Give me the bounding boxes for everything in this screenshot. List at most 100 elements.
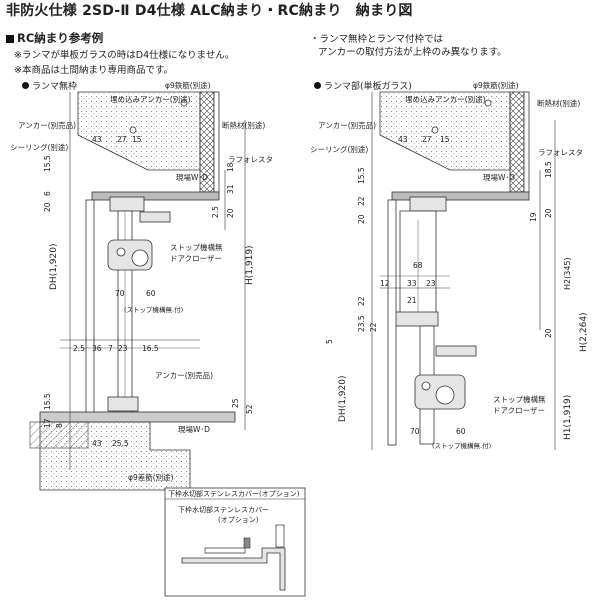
left-door-closer-arm: [139, 211, 171, 223]
right-upper-concrete: [379, 91, 511, 171]
left-label-site-wd: 現場W･D: [176, 172, 208, 182]
left-sill: [107, 396, 139, 412]
left-dim-top-2: 27: [117, 135, 127, 144]
right-dim-bottom-2: 60: [456, 427, 466, 436]
right-dim-bottom-1: 70: [410, 427, 420, 436]
left-dim-vert-2: 6: [43, 191, 52, 196]
left-dim-bottom-left-3: 8: [55, 423, 64, 428]
left-jamb: [85, 199, 95, 416]
left-label-rebar-bottom: φ9差筋(別途): [128, 472, 174, 482]
left-label-embedded-anchor: 埋め込みアンカー(別途): [110, 94, 191, 104]
left-label-rebar-top: φ9鉄筋(別途): [165, 80, 211, 90]
note-left-2: ※本商品は土間納まり専用商品です。: [14, 65, 174, 76]
right-dim-mid-b-1: 12: [380, 279, 390, 288]
left-label-h: H(1,919): [245, 245, 255, 285]
right-dim-vert-3: 20: [357, 214, 366, 224]
dot-bullet-icon: [22, 82, 29, 89]
left-label-anchor-bottom: アンカー(別売品): [155, 370, 213, 380]
left-rebar-top: [180, 99, 188, 107]
right-dim-left-mid-3: 22: [369, 322, 378, 332]
right-dim-top-3: 15: [440, 135, 450, 144]
left-upper-concrete: [77, 91, 201, 171]
right-label-sealing: シーリング(別途): [310, 144, 368, 154]
left-label-stop-1: ストップ機構無: [170, 242, 223, 252]
left-view-heading: ランマ無枠: [22, 82, 77, 92]
right-dim-mid-b-2: 33: [407, 279, 417, 288]
right-view-heading-text: ランマ部(単板ガラス): [324, 82, 412, 92]
left-dim-mid-1: 70: [115, 289, 125, 298]
right-label-h: H(2,264): [579, 312, 589, 352]
left-label-stop-note: (ストップ機構無.付): [124, 305, 183, 314]
left-dim-bottom-1: 43: [92, 439, 102, 448]
right-dim-left-mid-4: 5: [325, 339, 334, 344]
right-section: [371, 91, 556, 450]
left-dim-right-top-1: 18: [226, 162, 235, 172]
right-label-anchor: アンカー(別売品): [318, 120, 376, 130]
right-dim-mid-a: 68: [413, 261, 423, 270]
right-dim-mid-b-4: 21: [407, 296, 417, 305]
right-dim-mid-b-3: 23: [426, 279, 436, 288]
right-soffit: [391, 191, 530, 201]
left-dim-row-1: 2.5: [73, 344, 85, 353]
right-wall-finish: [523, 91, 530, 193]
right-label-lath: ラフォレスタ: [538, 148, 583, 157]
right-dim-right-mid-2: 20: [544, 208, 553, 218]
left-dim-bottom-left-1: 15.5: [43, 393, 52, 410]
right-label-stop-note: (ストップ機構無.付): [432, 441, 491, 450]
left-dim-mid-2: 60: [146, 289, 156, 298]
page-title: 非防火仕様 2SD-Ⅱ D4仕様 ALC納まり・RC納まり 納まり図: [6, 3, 413, 19]
note-right-2: アンカーの取付方法が上枠のみ異なります。: [318, 47, 507, 58]
left-label-anchor: アンカー(別売品): [18, 120, 76, 130]
left-soffit: [91, 191, 220, 201]
left-dim-row-2: 36: [92, 344, 102, 353]
left-dim-right-top-2: 31: [226, 184, 235, 194]
right-view-heading: ランマ部(単板ガラス): [314, 82, 412, 92]
left-label-lath: ラフォレスタ: [228, 155, 273, 164]
left-label-dh: DH(1,920): [49, 244, 59, 291]
left-dim-bottom-left-2: 17: [43, 418, 52, 428]
right-dim-right-top-1: 18.5: [544, 161, 553, 178]
right-dim-top-2: 27: [422, 135, 432, 144]
right-label-site-wd: 現場W･D: [483, 172, 515, 182]
right-dim-right-mid-1: 19: [529, 212, 538, 222]
right-dim-left-mid-2: 23.5: [357, 315, 366, 332]
left-section: [29, 91, 246, 491]
right-dim-vert-2: 22: [357, 196, 366, 206]
right-jamb: [387, 199, 397, 446]
right-dim-vert-1: 15.5: [357, 167, 366, 184]
right-label-insulation: 断熱材(別途): [537, 98, 580, 108]
right-dim-left-mid-1: 22: [357, 296, 366, 306]
left-dim-top-3: 15: [132, 135, 142, 144]
note-right-1: ・ランマ無枠とランマ付枠では: [310, 34, 444, 45]
note-left-1: ※ランマが単板ガラスの時はD4仕様になりません。: [14, 50, 235, 61]
right-label-h1: H1(1,919): [563, 395, 573, 440]
left-dim-right-mid-2: 20: [226, 208, 235, 218]
right-label-stop-1: ストップ機構無: [493, 394, 546, 404]
inset-label-1: 下枠水切部ステンレスカバー: [178, 505, 269, 514]
square-bullet-icon: [6, 35, 14, 43]
left-dim-row-3: 7: [108, 344, 113, 353]
left-anchor-head: [129, 126, 137, 134]
left-dim-bottom-right-1: 25: [231, 398, 240, 408]
inset-header: 下枠水切部ステンレスカバー(オプション): [168, 489, 300, 498]
left-dim-bottom-2: 25.5: [112, 439, 129, 448]
inset-label-2: (オプション): [218, 516, 259, 524]
right-label-rebar-top: φ9鉄筋(別途): [473, 80, 519, 90]
inset-detail: [164, 487, 306, 597]
right-head-frame: [409, 196, 447, 212]
left-dim-row-5: 16.5: [142, 344, 159, 353]
left-dim-vert-3: 20: [43, 202, 52, 212]
right-label-stop-2: ドアクローザー: [493, 406, 545, 415]
right-transom-bar: [391, 311, 439, 327]
left-label-stop-2: ドアクローザー: [170, 254, 222, 263]
right-label-embedded-anchor: 埋め込みアンカー(別途): [405, 94, 486, 104]
right-label-h2: H2(345): [563, 257, 572, 290]
left-head-frame: [109, 196, 145, 212]
left-dim-vert-1: 15.5: [43, 155, 52, 172]
left-dim-right-mid-1: 2.5: [211, 206, 220, 218]
left-wall-finish: [213, 91, 220, 193]
right-label-dh: DH(1,920): [338, 376, 348, 423]
right-dim-top-1: 43: [398, 135, 408, 144]
left-label-sealing: シーリング(別途): [10, 142, 68, 152]
